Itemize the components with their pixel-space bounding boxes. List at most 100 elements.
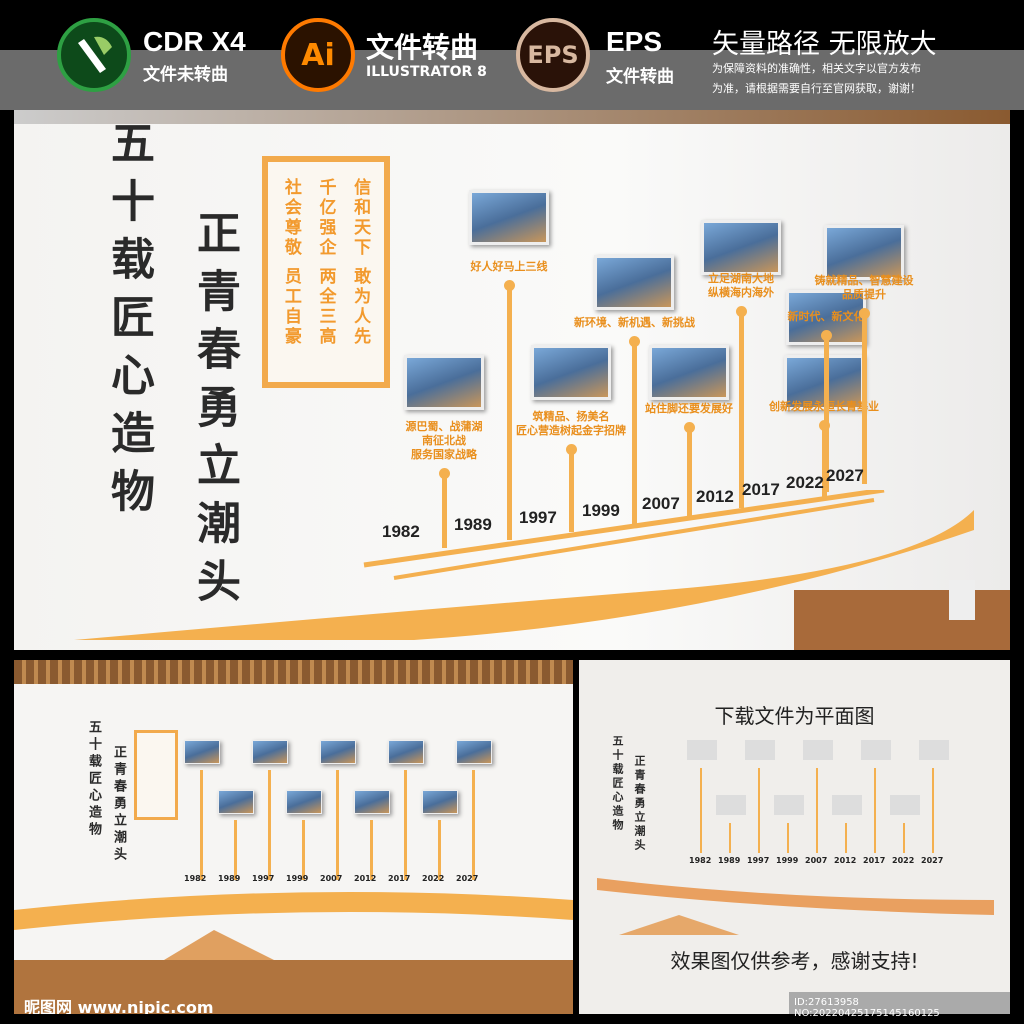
timeline-year: 1999 xyxy=(582,501,620,520)
placeholder-photo xyxy=(774,795,804,815)
header-banner: CDR X4 文件未转曲 Ai 文件转曲 ILLUSTRATOR 8 EPS E… xyxy=(0,0,1024,110)
coreldraw-logo-icon xyxy=(57,18,131,92)
cdr-subtitle: 文件未转曲 xyxy=(143,65,228,85)
caption-line: 匠心营造树起金字招牌 xyxy=(516,424,626,437)
timeline-photo-small xyxy=(354,790,390,814)
timeline-year-small: 1982 xyxy=(184,874,207,883)
flat-stem xyxy=(816,768,818,853)
frame-line: 社会尊敬 员工自豪 xyxy=(280,178,301,347)
wood-floor-small xyxy=(14,960,573,1014)
timeline-dot xyxy=(629,336,640,347)
timeline-caption: 铸就精品、智慧建设品质提升 xyxy=(804,274,924,302)
note-line-1: 为保障资料的准确性，相关文字以官方发布 xyxy=(712,62,921,75)
flat-slogan-left: 五十载匠心造物 xyxy=(611,735,624,833)
ai-title: 文件转曲 xyxy=(366,32,479,63)
timeline-stem xyxy=(632,344,637,524)
ai-subtitle: ILLUSTRATOR 8 xyxy=(366,64,487,80)
timeline-year: 1982 xyxy=(382,522,420,541)
timeline-dot xyxy=(859,308,870,319)
plant-pot xyxy=(949,580,975,620)
timeline-year: 2012 xyxy=(696,487,734,506)
flat-stem xyxy=(787,823,789,853)
ceiling xyxy=(14,110,1010,124)
timeline-dot xyxy=(566,444,577,455)
timeline-year-small: 1997 xyxy=(252,874,275,883)
caption-line: 铸就精品、智慧建设 xyxy=(814,274,914,287)
flat-stem xyxy=(700,768,702,853)
placeholder-photo xyxy=(919,740,949,760)
timeline-photo-small xyxy=(456,740,492,764)
slogan-left-small: 五十载匠心造物 xyxy=(86,720,101,839)
timeline-stem xyxy=(739,314,744,508)
timeline-year-small: 2017 xyxy=(388,874,411,883)
timeline-year-small: 2022 xyxy=(422,874,445,883)
timeline-stem-small xyxy=(404,770,407,880)
timeline-caption: 筑精品、扬美名匠心营造树起金字招牌 xyxy=(511,410,631,438)
caption-line: 纵横海内海外 xyxy=(708,286,774,299)
timeline-stem-small xyxy=(438,820,441,880)
watermark-id: ID:27613958 NO:20220425175145160125 xyxy=(789,992,1010,1019)
timeline-caption: 新环境、新机遇、新挑战 xyxy=(574,316,695,330)
placeholder-photo xyxy=(890,795,920,815)
timeline-stem xyxy=(507,288,512,540)
timeline-photo xyxy=(824,225,904,280)
timeline-stem-small xyxy=(472,770,475,880)
timeline-stem xyxy=(569,452,574,532)
caption-line: 好人好马上三线 xyxy=(470,260,548,273)
orange-wave-decoration xyxy=(74,490,974,640)
caption-line: 新时代、新文化 xyxy=(787,310,865,323)
main-render-scene: 五十载匠心造物 正青春勇立潮头 信和天下 敢为人先 千亿强企 两全三高 社会尊敬… xyxy=(14,110,1010,650)
caption-line: 筑精品、扬美名 xyxy=(532,410,610,423)
slogan-right-small: 正青春勇立潮头 xyxy=(111,745,126,864)
timeline-caption: 立足湖南大地纵横海内海外 xyxy=(681,272,801,300)
timeline-caption: 新时代、新文化 xyxy=(766,310,886,324)
caption-line: 品质提升 xyxy=(842,288,886,301)
watermark-site: 昵图网 www.nipic.com xyxy=(24,998,214,1014)
timeline-year-small: 2012 xyxy=(354,874,377,883)
timeline-year: 2022 xyxy=(786,473,824,492)
flat-year: 2007 xyxy=(805,856,828,865)
placeholder-photo xyxy=(832,795,862,815)
frame-line: 信和天下 敢为人先 xyxy=(350,178,371,347)
flat-year: 1982 xyxy=(689,856,712,865)
timeline-stem xyxy=(862,316,867,484)
values-frame-small xyxy=(134,730,178,820)
flat-year: 2012 xyxy=(834,856,857,865)
flat-year: 1997 xyxy=(747,856,770,865)
timeline-caption: 源巴蜀、战蒲湖南征北战服务国家战略 xyxy=(384,420,504,462)
timeline-stem-small xyxy=(234,820,237,880)
caption-line: 立足湖南大地 xyxy=(708,272,774,285)
caption-line: 源巴蜀、战蒲湖 xyxy=(405,420,483,433)
timeline-photo xyxy=(531,345,611,400)
timeline-photo-small xyxy=(388,740,424,764)
timeline-year: 2017 xyxy=(742,480,780,499)
eps-title: EPS xyxy=(606,26,663,57)
cdr-title: CDR X4 xyxy=(143,26,246,57)
timeline-stem-small xyxy=(370,820,373,880)
timeline-photo-small xyxy=(184,740,220,764)
timeline-dot xyxy=(439,468,450,479)
flat-stem xyxy=(903,823,905,853)
eps-logo-icon: EPS xyxy=(516,18,590,92)
timeline-stem xyxy=(824,338,829,492)
flat-year: 1999 xyxy=(776,856,799,865)
timeline-year: 1997 xyxy=(519,508,557,527)
flat-stem xyxy=(729,823,731,853)
timeline-dot xyxy=(684,422,695,433)
placeholder-photo xyxy=(861,740,891,760)
timeline-dot xyxy=(504,280,515,291)
flat-stem xyxy=(874,768,876,853)
timeline-photo-small xyxy=(320,740,356,764)
flat-wave xyxy=(597,878,994,935)
caption-line: 服务国家战略 xyxy=(411,448,477,461)
orange-wave-small xyxy=(14,892,573,960)
placeholder-photo xyxy=(745,740,775,760)
timeline-stem xyxy=(687,430,692,516)
timeline-stem-small xyxy=(302,820,305,880)
timeline-photo xyxy=(404,355,484,410)
timeline-dot xyxy=(736,306,747,317)
illustrator-logo-icon: Ai xyxy=(281,18,355,92)
flat-year: 2017 xyxy=(863,856,886,865)
wide-render-view: 五十载匠心造物 正青春勇立潮头 昵图网 www.nipic.com 1982 19… xyxy=(14,660,573,1014)
